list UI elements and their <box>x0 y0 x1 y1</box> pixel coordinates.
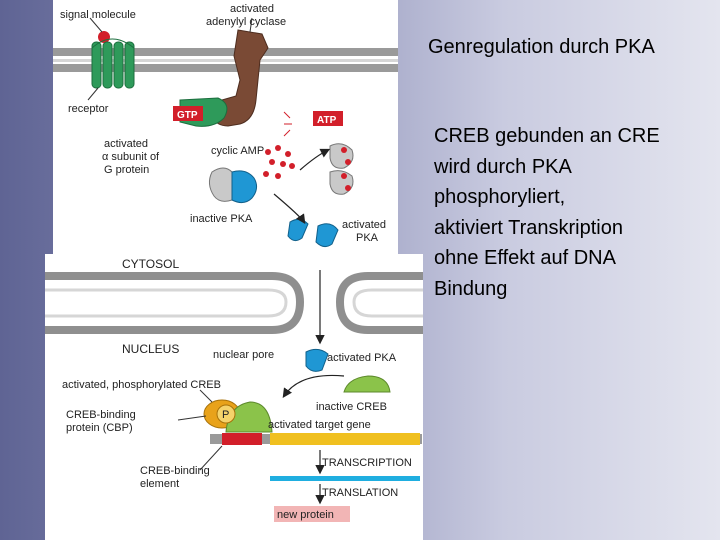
nuclear-envelope <box>45 272 423 334</box>
label-translation: TRANSLATION <box>322 487 398 499</box>
label-phosphorylated-creb: activated, phosphorylated CREB <box>62 379 221 391</box>
activated-pka-nucleus <box>305 348 329 372</box>
gtp-badge <box>173 106 203 121</box>
label-signal-molecule: signal molecule <box>60 9 136 21</box>
label-cyclic-amp: cyclic AMP <box>211 145 264 157</box>
body-line: ohne Effekt auf DNA <box>434 247 616 269</box>
body-line: wird durch PKA <box>434 155 572 178</box>
label-inactive-pka: inactive PKA <box>190 213 253 225</box>
pka-regulatory-camp <box>329 143 354 195</box>
pka-pathway-diagram: signal molecule activated adenylyl cycla… <box>45 3 423 540</box>
label-new-protein: new protein <box>277 509 334 521</box>
label-adenylyl-cyclase-2: adenylyl cyclase <box>206 16 286 28</box>
slide-title: Genregulation durch PKA <box>428 36 655 58</box>
arrow-camp-binding <box>299 148 331 171</box>
label-adenylyl-cyclase-1: activated <box>230 3 274 15</box>
body-line: phosphoryliert, <box>434 186 566 208</box>
body-line: CREB gebunden an CRE <box>434 125 660 147</box>
label-inactive-creb: inactive CREB <box>316 401 387 413</box>
reaction-burst <box>283 111 292 137</box>
activated-pka-top <box>287 218 339 248</box>
plasma-membrane <box>53 48 398 72</box>
label-g-protein-1: activated <box>104 138 148 150</box>
inactive-pka <box>208 167 258 204</box>
label-target-gene: activated target gene <box>268 419 371 431</box>
dna <box>210 433 422 445</box>
label-activated-pka-nucleus: activated PKA <box>327 352 397 364</box>
label-nuclear-pore: nuclear pore <box>213 349 274 361</box>
label-activated-pka-top-1: activated <box>342 219 386 231</box>
label-transcription: TRANSCRIPTION <box>322 457 412 469</box>
label-cbp-1: CREB-binding <box>66 409 136 421</box>
label-activated-pka-top-2: PKA <box>356 232 379 244</box>
label-g-protein-2: α subunit of <box>102 151 160 163</box>
signal-molecule <box>98 31 110 43</box>
slide-body: CREB gebunden an CRE wird durch PKA phos… <box>434 121 714 304</box>
label-nucleus: NUCLEUS <box>122 342 179 356</box>
atp-badge <box>313 111 343 126</box>
label-cre-1: CREB-binding <box>140 465 210 477</box>
body-line: aktiviert Transkription <box>434 216 623 239</box>
arrow-creb-phosphorylation <box>282 374 345 398</box>
body-line: Bindung <box>434 277 508 300</box>
label-phosphate: P <box>222 409 229 421</box>
label-receptor: receptor <box>68 103 109 115</box>
label-gtp: GTP <box>177 110 198 121</box>
label-cbp-2: protein (CBP) <box>66 422 133 434</box>
cyclic-amp-dots <box>263 145 295 179</box>
new-protein-box <box>274 506 350 522</box>
arrow-pka-activation <box>273 193 306 224</box>
label-atp: ATP <box>317 115 337 126</box>
label-cytosol: CYTOSOL <box>122 257 179 271</box>
inactive-creb <box>343 375 391 393</box>
signal-line <box>89 17 103 33</box>
label-cre-2: element <box>140 478 179 490</box>
nucleus-panel <box>45 254 423 540</box>
mrna <box>270 476 420 481</box>
label-g-protein-3: G protein <box>104 164 149 176</box>
phosphate-circle <box>216 404 236 424</box>
receptor <box>91 38 135 89</box>
